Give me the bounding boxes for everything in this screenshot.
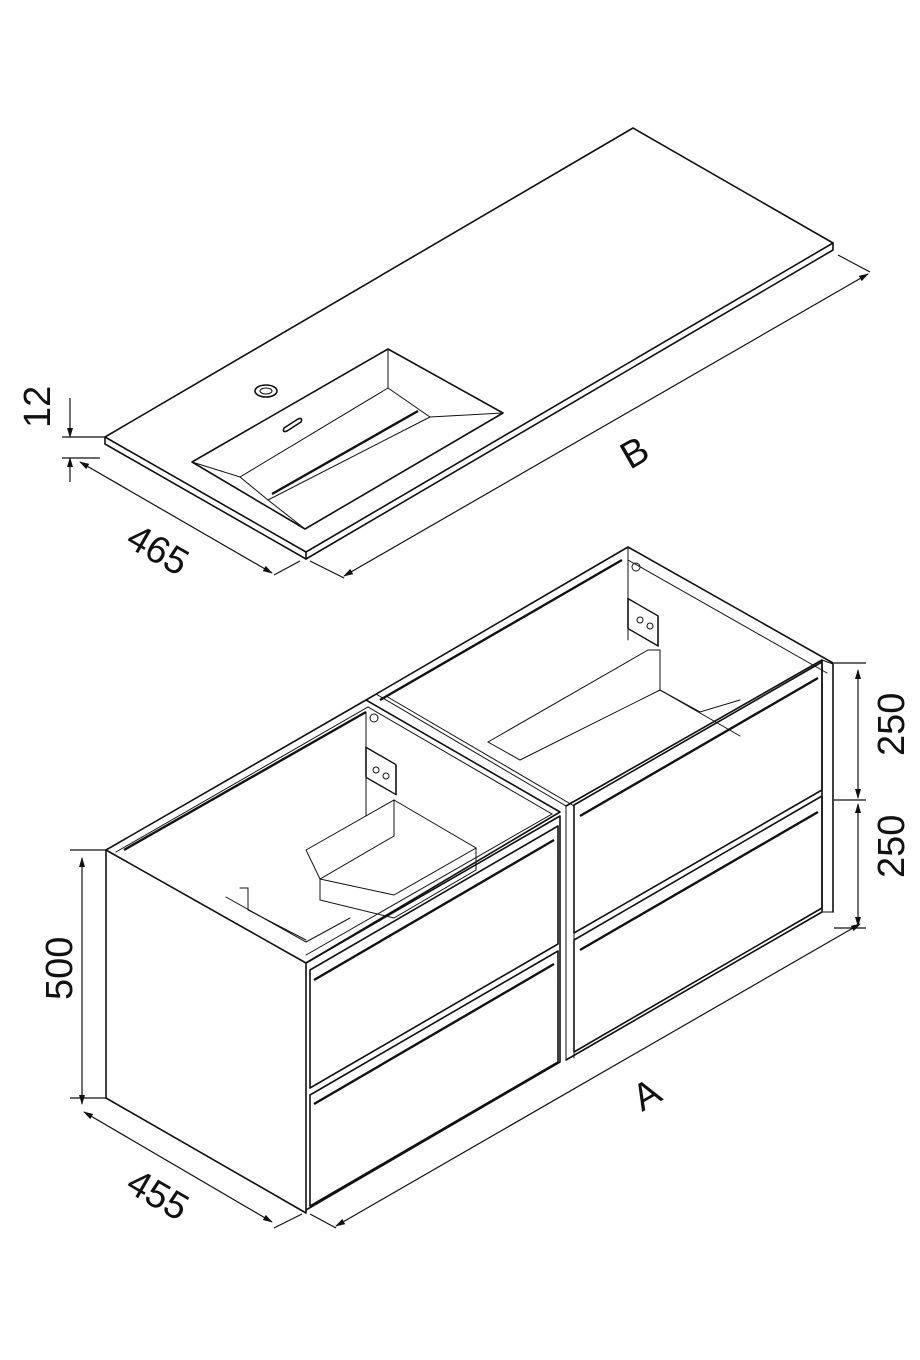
dim-455-ext — [273, 1213, 303, 1229]
overflow-slot — [282, 417, 303, 433]
right-inner-drawer-box — [486, 649, 661, 761]
right-upper-drawer — [573, 661, 823, 934]
left-lower-drawer — [309, 950, 559, 1207]
hanging-bracket-right — [627, 562, 659, 647]
tap-hole-inner — [259, 387, 273, 395]
dim-500-label: 500 — [39, 937, 81, 1000]
countertop-with-basin — [104, 127, 834, 560]
basin-front-slope — [267, 499, 306, 530]
dim-465-label: 465 — [120, 516, 196, 584]
basin-drain-channel — [271, 409, 419, 496]
left-upper-drawer — [309, 825, 559, 1089]
dim-b-label: B — [614, 429, 657, 478]
countertop-top-face — [104, 127, 834, 553]
right-inner-drawer-side — [659, 689, 741, 713]
left-unit-back-rail — [123, 710, 367, 852]
dim-12-label: 12 — [17, 386, 59, 428]
left-unit-top-rim-inner — [115, 706, 554, 956]
dim-465-line — [79, 461, 273, 574]
left-unit-top-rim — [105, 699, 561, 964]
right-unit-back-rail — [379, 558, 623, 702]
divider-panel-inner — [385, 695, 575, 1059]
dim-a-label: A — [626, 1070, 670, 1119]
left-inner-base — [225, 896, 351, 943]
vanity-cabinet — [105, 546, 834, 1214]
tap-hole — [254, 384, 278, 398]
left-inner-drawer-box — [319, 799, 477, 896]
dim-b-line — [343, 273, 869, 577]
dim-b-ext-right — [837, 254, 871, 273]
countertop-dimensions: 12 465 B — [17, 254, 871, 584]
dim-455-line — [83, 1111, 273, 1223]
right-unit-front — [565, 659, 823, 1061]
hanging-bracket-left — [365, 713, 397, 796]
right-upper-drawer-handle — [579, 676, 819, 818]
left-lower-drawer-handle — [313, 962, 555, 1106]
left-inner-drawer-back — [305, 799, 395, 880]
dim-455-label: 455 — [120, 1161, 196, 1229]
cabinet-dimensions: 500 250 250 455 A — [39, 662, 913, 1229]
basin-rim — [191, 348, 504, 530]
dim-250-upper-label: 250 — [871, 693, 913, 756]
right-inner-drawer-back — [647, 649, 741, 737]
left-unit-front — [305, 815, 561, 1211]
countertop-right-edge — [305, 242, 834, 560]
right-unit-side-edge — [821, 659, 834, 913]
left-inner-drawer-sides — [319, 847, 477, 919]
dim-a-line — [335, 923, 861, 1227]
dim-a-ext — [309, 1213, 337, 1229]
right-lower-drawer — [573, 795, 823, 1053]
right-lower-drawer-handle — [579, 810, 819, 952]
dim-b-ext-left — [309, 560, 345, 579]
dim-250-lower-label: 250 — [871, 815, 913, 878]
cabinet-left-side — [105, 849, 307, 1214]
left-inner-runner — [239, 887, 307, 941]
dim-465-ext — [273, 560, 301, 576]
right-unit-back-edge — [627, 546, 828, 674]
